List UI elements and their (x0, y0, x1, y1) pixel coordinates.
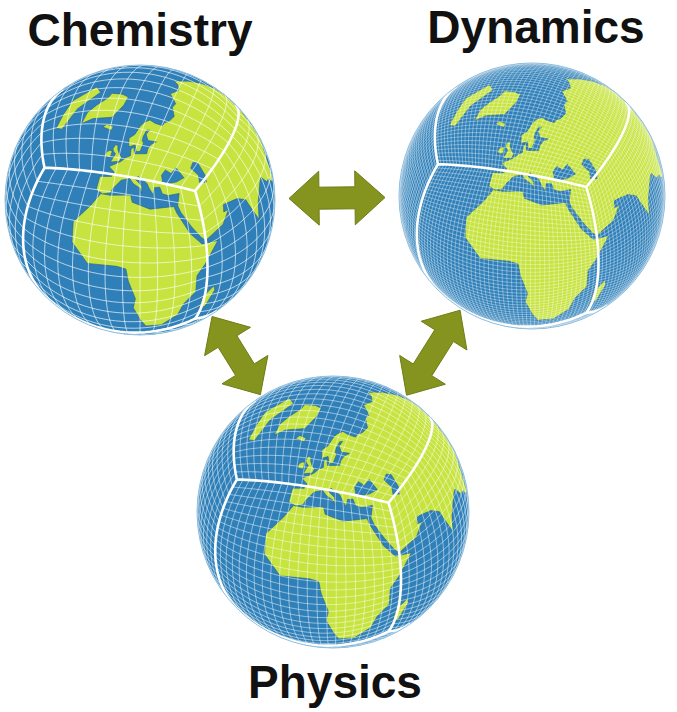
grid-lines (197, 376, 469, 648)
globe-node: Dynamics (395, 0, 677, 335)
grid-lines (5, 65, 275, 335)
cube-face-edges (417, 87, 629, 327)
double-arrow (289, 171, 385, 225)
model-component-title: Chemistry (0, 7, 280, 53)
grid-lines (399, 63, 665, 329)
double-arrow (400, 310, 467, 395)
land-mass (295, 436, 306, 442)
model-component-title: Physics (195, 659, 475, 705)
double-arrow (205, 317, 268, 395)
globe-illustration (195, 374, 471, 650)
globe-illustration (3, 63, 277, 337)
globe-illustration (397, 61, 667, 331)
globe-outline (399, 63, 665, 329)
model-component-title: Dynamics (395, 4, 677, 50)
globe-node: Chemistry (0, 0, 280, 340)
globe-ocean (399, 63, 665, 329)
globe-ocean (5, 65, 275, 335)
globe-outline (197, 376, 469, 648)
inland-sea (161, 168, 184, 184)
globe-outline (5, 65, 275, 335)
cube-face-edges (23, 89, 239, 332)
cube-face-edges (215, 400, 432, 645)
globe-node: Physics (195, 372, 475, 712)
globe-ocean (197, 376, 469, 648)
land-mass (298, 462, 305, 469)
